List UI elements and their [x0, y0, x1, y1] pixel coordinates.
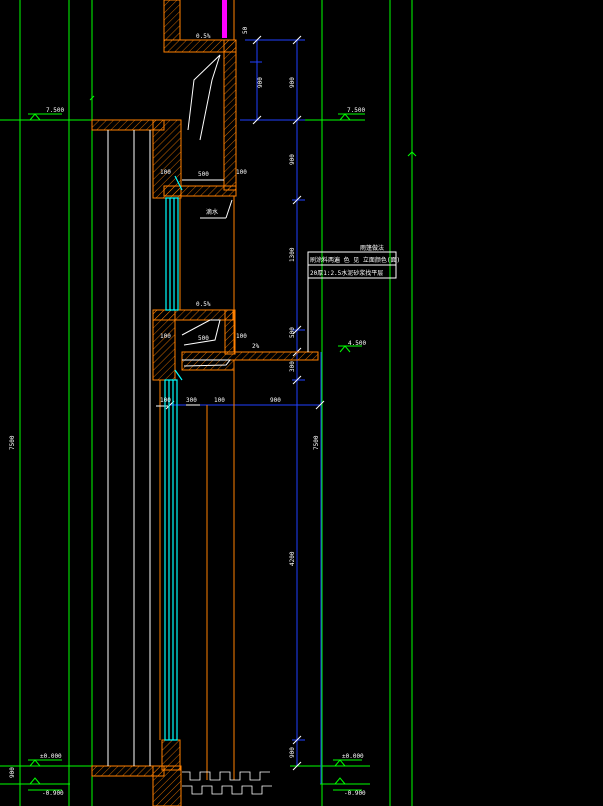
- elev-7500-right: 7.500: [347, 107, 365, 114]
- dim-bottom-100: 100: [160, 397, 171, 404]
- dim-right-900b: 900: [289, 154, 296, 165]
- dim-upper-50: 50: [242, 26, 249, 34]
- dim-right-4200: 4200: [289, 551, 296, 566]
- dim-box-100b-lower: 100: [236, 333, 247, 340]
- note-canopy-line2: 20厚1:2.5水泥砂浆找平层: [310, 269, 383, 277]
- finish-lines: [159, 0, 235, 780]
- dim-bottom-300: 300: [186, 397, 197, 404]
- glazing: [164, 175, 183, 741]
- section-outlines: [107, 54, 232, 766]
- dim-bottom-900: 900: [270, 397, 281, 404]
- labels: 7.500 7.500 4.500 ±0.000 ±0.000 -0.900 -…: [9, 26, 400, 797]
- note-leader: [200, 199, 397, 352]
- dim-right-1300: 1300: [289, 247, 296, 262]
- dim-total-right: 7500: [313, 435, 320, 450]
- elev-neg-right: -0.900: [344, 790, 366, 797]
- slope-lower: 0.5%: [196, 301, 211, 308]
- elev-4500: 4.500: [348, 340, 366, 347]
- note-drip: 滴水: [206, 208, 218, 216]
- elev-0-right: ±0.000: [342, 753, 364, 760]
- note-canopy-title: 雨篷做法: [360, 244, 384, 252]
- dim-box-500-upper: 500: [198, 171, 209, 178]
- dim-box-100a-upper: 100: [160, 169, 171, 176]
- dim-bottom-100b: 100: [214, 397, 225, 404]
- note-canopy-line1: 刷涂料两遍 色 见 立面颜色(面): [310, 256, 400, 264]
- slope-canopy: 2%: [252, 343, 260, 350]
- dim-box-500-lower: 500: [198, 335, 209, 342]
- dim-box-100b-upper: 100: [236, 169, 247, 176]
- dim-total-left: 7500: [9, 435, 16, 450]
- grid-lines: [0, 0, 413, 806]
- slope-upper: 0.5%: [196, 33, 211, 40]
- elev-7500-left: 7.500: [46, 107, 64, 114]
- ground-pattern: [182, 771, 272, 795]
- dim-box-100a-lower: 100: [160, 333, 171, 340]
- dim-right-500: 500: [289, 327, 296, 338]
- highlight-mark: [222, 0, 227, 38]
- dim-right-900a: 900: [289, 77, 296, 88]
- dimension-ticks: [165, 35, 325, 771]
- dim-right-300: 300: [289, 361, 296, 372]
- elev-0-left: ±0.000: [40, 753, 62, 760]
- dim-right-900c: 900: [289, 747, 296, 758]
- dim-upper-900: 900: [257, 77, 264, 88]
- dimension-lines: [170, 39, 322, 784]
- wall-structure: [91, 0, 319, 806]
- elevation-markers: [28, 113, 417, 791]
- elev-neg-left: -0.900: [42, 790, 64, 797]
- dim-left-900: 900: [9, 767, 16, 778]
